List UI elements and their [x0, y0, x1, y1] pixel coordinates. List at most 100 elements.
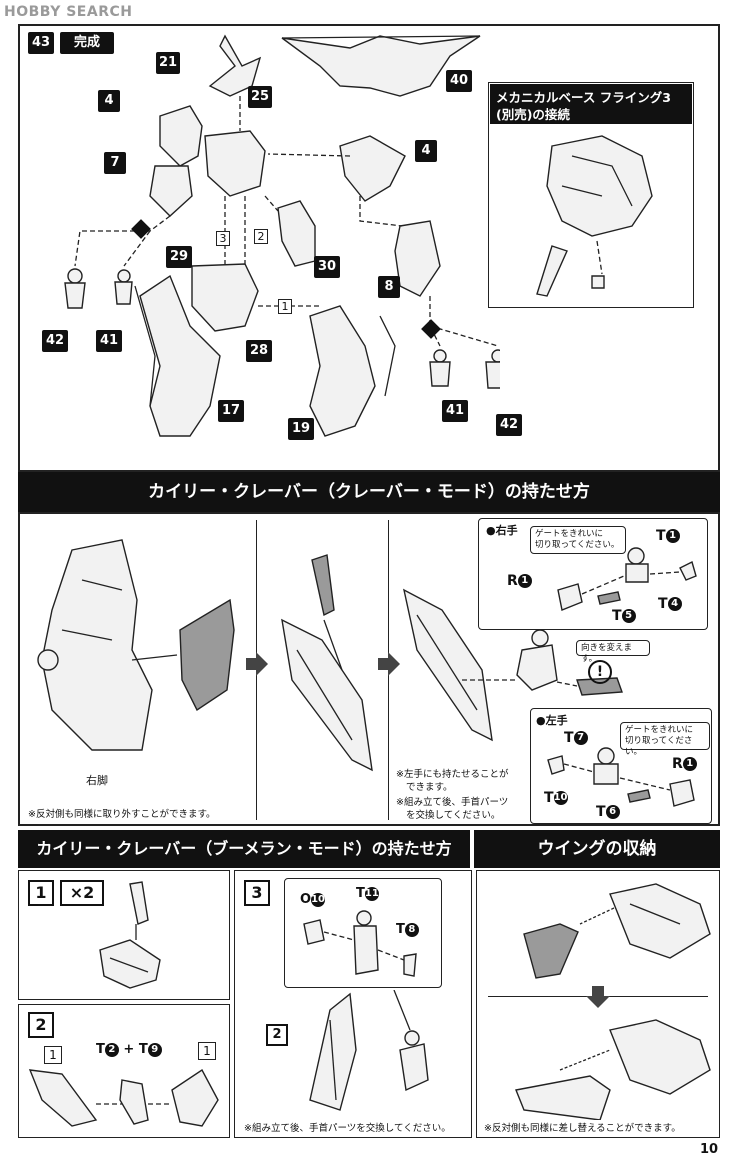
step43-panel	[18, 24, 720, 472]
boomerang-step3-number: 3	[244, 880, 270, 906]
part-label-42a: 42	[42, 330, 68, 352]
boomerang-step1-times: ×2	[60, 880, 104, 906]
boomerang-step3-diagram	[309, 990, 429, 1111]
section-title-cleaver: カイリー・クレーバー（クレーバー・モード）の持たせ方	[18, 472, 720, 512]
boomerang-step2-part1-left: 1	[44, 1046, 62, 1064]
backpack-wings	[281, 35, 481, 97]
label-T8-letter: T	[396, 922, 405, 937]
boomerang-step2-panel	[18, 1004, 230, 1138]
hand-41b	[433, 349, 447, 363]
label-R1-letter: R	[507, 573, 518, 589]
inset-diagram	[536, 135, 653, 297]
boomerang-step3-panel	[234, 870, 472, 1138]
label-T10-num: 10	[553, 791, 568, 805]
hand-42a	[67, 268, 83, 284]
step-number: 43	[28, 32, 54, 54]
wing-part	[523, 923, 579, 979]
label-T11-num: 11	[364, 886, 379, 901]
cleaver-note-left: ※反対側も同様に取り外すことができます。	[28, 809, 216, 820]
part-label-25: 25	[248, 86, 272, 108]
gate-callout-right: ゲートをきれいに 切り取ってください。	[530, 526, 626, 554]
boomerang-step1-panel	[18, 870, 230, 1000]
hand-41a	[117, 269, 131, 283]
boomerang-step1-number: 1	[28, 880, 54, 906]
part-label-4a: 4	[98, 90, 120, 112]
wing-diagram-after	[515, 1019, 711, 1120]
cleaver-diagram-hand	[402, 588, 623, 742]
boomerang-step3-inset-diagram	[303, 910, 417, 977]
right-hand-inset	[478, 518, 708, 630]
waist	[191, 263, 259, 332]
warning-icon: !	[588, 660, 612, 684]
inset-title-line1: メカニカルベース フライング3	[496, 90, 671, 105]
part-label-19: 19	[288, 418, 314, 440]
boomerang-step3-part2: 2	[266, 1024, 288, 1046]
label-T6-letter: T	[596, 804, 606, 820]
leg-right	[309, 305, 376, 437]
arm-left	[149, 165, 193, 217]
leg-left	[139, 274, 221, 437]
label-T6-num: 6	[605, 805, 620, 819]
boomerang-step2-part1-right: 1	[198, 1042, 216, 1060]
label-R1-num: 1	[517, 574, 532, 588]
torso	[204, 130, 266, 197]
gate-callout-left-line1: ゲートをきれいに	[625, 725, 694, 735]
assembly-diagram	[64, 34, 500, 437]
gate-callout-right-line2: 切り取ってください。	[535, 540, 620, 550]
wing-stored	[515, 1075, 611, 1120]
label-R1b-letter: R	[672, 756, 683, 772]
label-T5-letter: T	[612, 608, 622, 624]
diamond-c-left	[131, 219, 151, 239]
part-label-21: 21	[156, 52, 180, 74]
label-T7-num: 7	[573, 731, 588, 745]
cleaver-note-right-1b: できます。	[406, 782, 453, 793]
watermark: HOBBY SEARCH	[4, 4, 133, 20]
right-leg-label: 右脚	[86, 774, 108, 787]
label-T1-num: 1	[665, 529, 680, 543]
label-T4-letter: T	[658, 596, 668, 612]
part-label-42b: 42	[496, 414, 522, 436]
label-T11: T11	[356, 886, 379, 901]
diamond-c-right	[421, 319, 441, 339]
part-label-1: 1	[278, 299, 292, 314]
boomerang-step3-inset	[284, 878, 442, 988]
part-label-30: 30	[314, 256, 340, 278]
wing-note: ※反対側も同様に差し替えることができます。	[484, 1123, 681, 1134]
section-title-wing: ウイングの収納	[474, 830, 720, 868]
wing-diagram-before	[523, 883, 711, 979]
right-hand-label: ●右手	[486, 524, 518, 537]
part-label-4b: 4	[415, 140, 437, 162]
boomerang-note: ※組み立て後、手首パーツを交換してください。	[244, 1123, 451, 1134]
cleaver-note-right-1a: ※左手にも持たせることが	[396, 769, 509, 780]
plus-sign: +	[123, 1042, 135, 1057]
label-O10-letter: O	[300, 892, 312, 907]
section-title-boomerang: カイリー・クレーバー（ブーメラン・モード）の持たせ方	[18, 830, 470, 868]
shoulder-armor-left	[159, 105, 203, 167]
inset-title-line2: (別売)の接続	[496, 107, 570, 122]
label-T10-letter: T	[544, 790, 554, 806]
part-label-29: 29	[166, 246, 192, 268]
page-number: 10	[700, 1142, 719, 1157]
boomerang-step2-diagram	[28, 1068, 219, 1127]
cleaver-diagram-leg	[37, 539, 235, 751]
part-label-8: 8	[378, 276, 400, 298]
arrow-1	[246, 652, 268, 676]
gate-callout-right-line1: ゲートをきれいに	[535, 529, 604, 539]
left-hand-label: ●左手	[536, 714, 568, 727]
left-hand-parts	[547, 747, 695, 807]
label-O10: O10	[300, 892, 326, 907]
label-T1-letter: T	[656, 528, 666, 544]
cleaver-panel	[18, 512, 720, 826]
cleaver-blade-1	[179, 598, 235, 712]
label-R1b-num: 1	[682, 757, 697, 771]
part-label-28: 28	[246, 340, 272, 362]
